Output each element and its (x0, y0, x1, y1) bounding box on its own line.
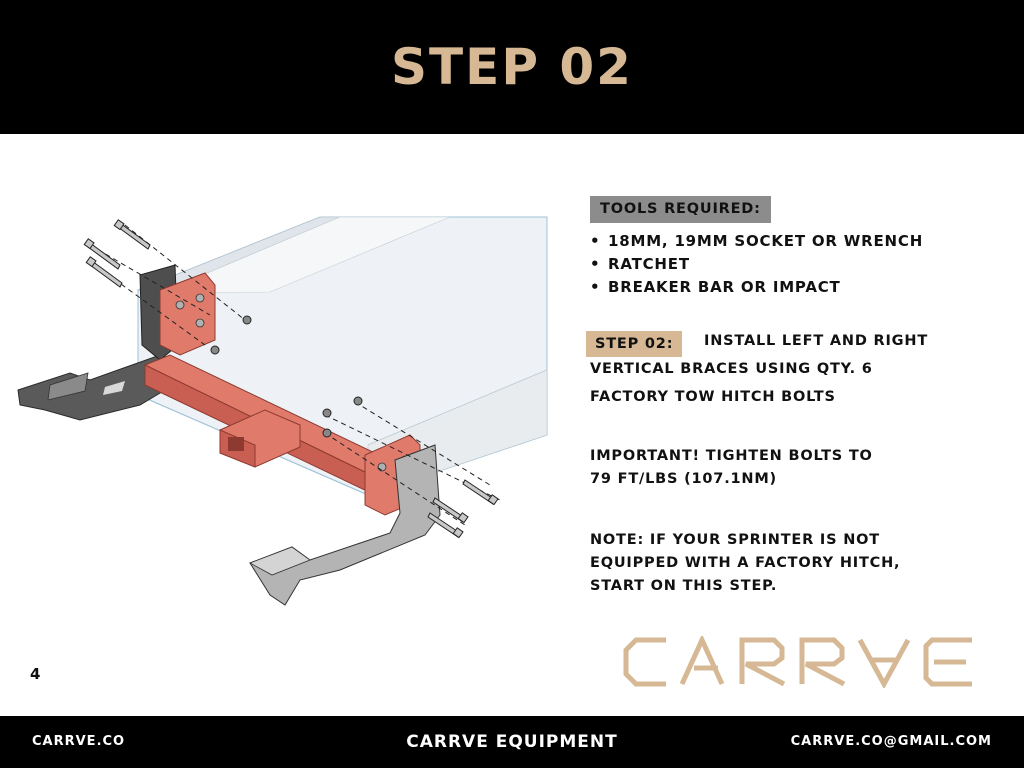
footer-company: CARRVE EQUIPMENT (406, 732, 618, 752)
footer-website: CARRVE.CO (32, 734, 126, 749)
page-title: STEP 02 (391, 38, 633, 96)
bolt-icon (432, 497, 469, 524)
nut-icon (322, 428, 332, 438)
hitch-install-illustration (17, 216, 548, 606)
important-notice: IMPORTANT! TIGHTEN BOLTS TO 79 FT/LBS (1… (590, 445, 1010, 491)
nut-icon (210, 345, 220, 355)
footer-email: CARRVE.CO@GMAIL.COM (790, 734, 992, 749)
nut-icon (353, 396, 363, 406)
important-line: 79 FT/LBS (107.1NM) (590, 471, 777, 487)
tool-item: 18MM, 19MM SOCKET OR WRENCH (590, 230, 923, 253)
tool-item: BREAKER BAR OR IMPACT (590, 276, 923, 299)
step-label: STEP 02: (586, 331, 683, 357)
footer-bar (0, 716, 1024, 768)
carrve-logo (623, 636, 972, 688)
left-bracket (17, 264, 179, 421)
hitch-crossbar (143, 354, 402, 496)
tools-required-label: TOOLS REQUIRED: (590, 196, 771, 223)
tool-item: RATCHET (590, 253, 923, 276)
step-instruction-line: INSTALL LEFT AND RIGHT (704, 333, 929, 349)
header-banner (0, 0, 1024, 134)
left-vertical-brace (159, 272, 216, 356)
hitch-bolts (83, 219, 499, 539)
page-number: 4 (30, 665, 41, 683)
step-instruction-line: VERTICAL BRACES USING QTY. 6 (590, 361, 873, 377)
bolt-icon (113, 219, 151, 250)
bolt-icon (462, 479, 499, 506)
note-line: NOTE: IF YOUR SPRINTER IS NOT (590, 532, 880, 548)
step-instruction-line: FACTORY TOW HITCH BOLTS (590, 389, 836, 405)
nut-icon (322, 408, 332, 418)
note-text: NOTE: IF YOUR SPRINTER IS NOT EQUIPPED W… (590, 529, 1010, 598)
hitch-nuts (210, 315, 363, 438)
note-line: START ON THIS STEP. (590, 578, 778, 594)
important-line: IMPORTANT! TIGHTEN BOLTS TO (590, 448, 873, 464)
nut-icon (242, 315, 252, 325)
note-line: EQUIPPED WITH A FACTORY HITCH, (590, 555, 901, 571)
bolt-icon (83, 238, 121, 270)
bolt-icon (427, 512, 464, 539)
tools-list: 18MM, 19MM SOCKET OR WRENCH RATCHET BREA… (590, 230, 923, 299)
bolt-icon (85, 256, 123, 288)
